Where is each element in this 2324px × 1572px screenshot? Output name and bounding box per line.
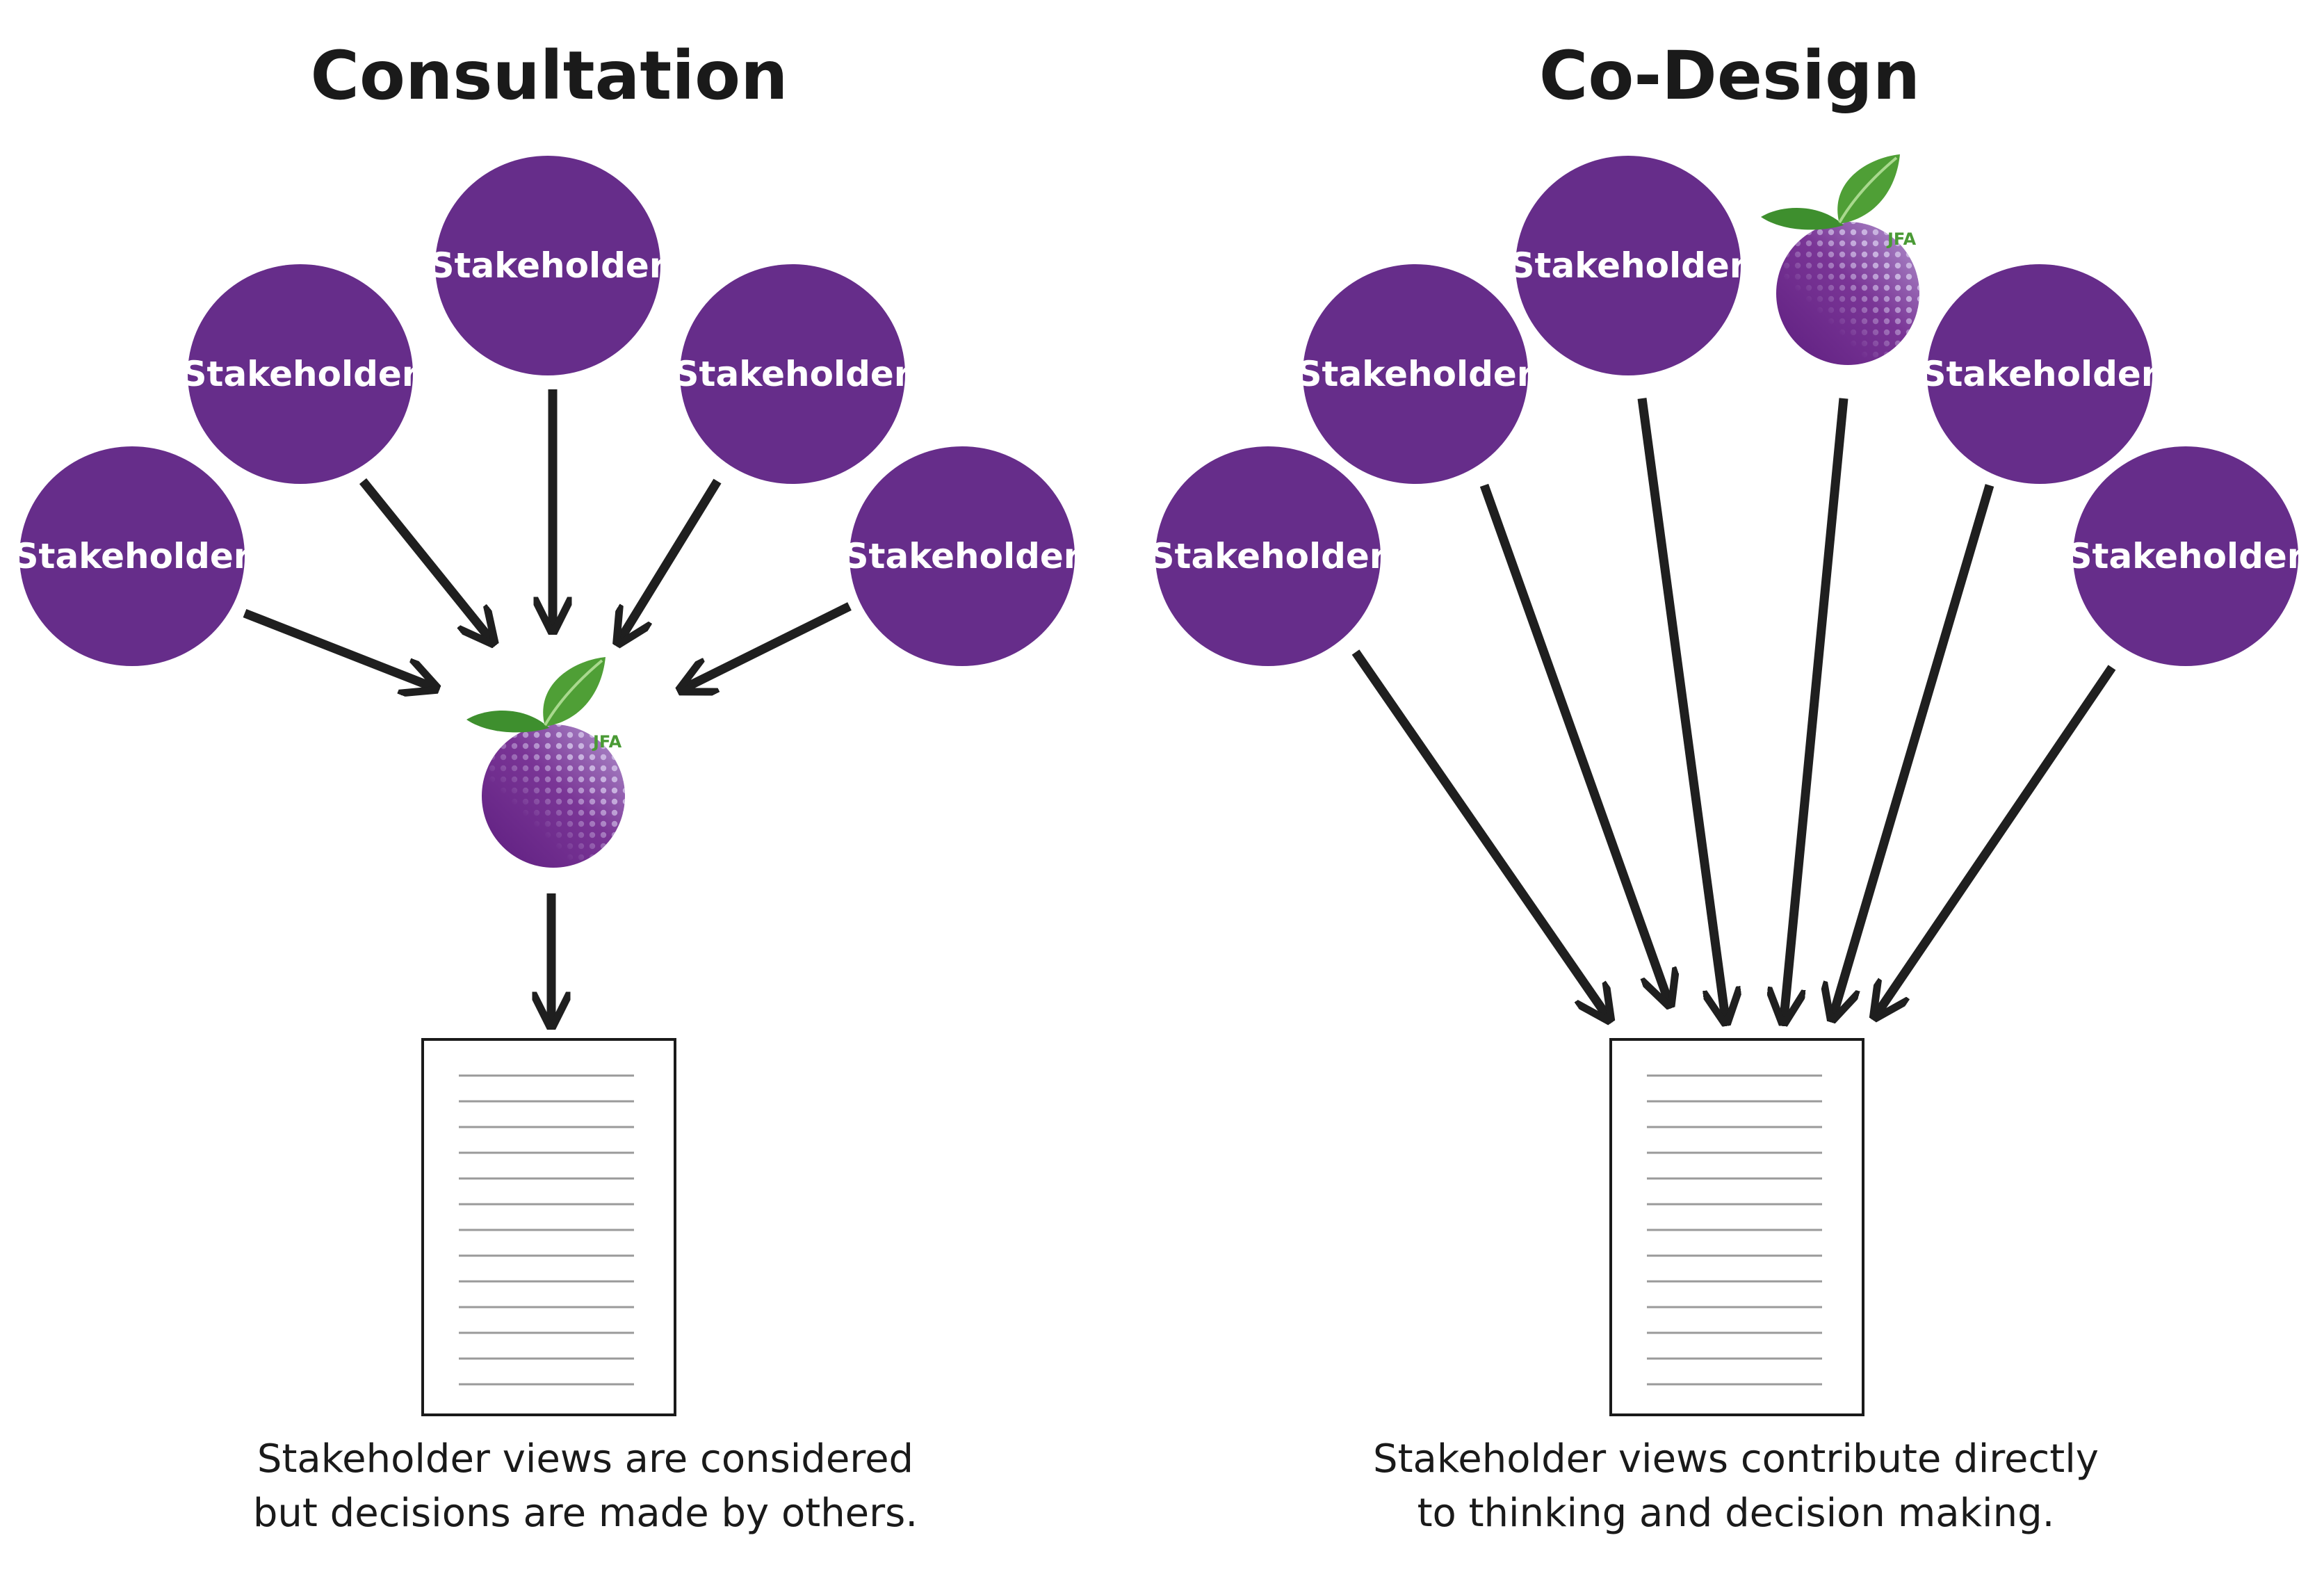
- stakeholder-circle: [19, 446, 245, 666]
- logo-text: JFA: [592, 732, 622, 752]
- stakeholder-circle: [2073, 446, 2298, 666]
- caption-line-1: Stakeholder views are considered: [257, 1436, 913, 1482]
- stakeholder-circle: [1927, 264, 2152, 484]
- logo-leaf-vein: [1838, 156, 1898, 224]
- stakeholder-circle: [850, 446, 1075, 666]
- stakeholder-circle: [1516, 156, 1741, 375]
- arrows: [243, 389, 852, 1022]
- stakeholder-node: Stakeholder: [182, 264, 419, 484]
- document-icon: [421, 1038, 676, 1416]
- stakeholder-node: Stakeholder: [1150, 446, 1387, 666]
- logo-leaf-vein: [544, 659, 603, 727]
- logo-leaf-left: [1761, 208, 1844, 230]
- stakeholder-circle: [1155, 446, 1381, 666]
- stakeholder-node: Stakeholder: [14, 446, 251, 666]
- stakeholder-label: Stakeholder: [2067, 536, 2305, 576]
- document-lines: [459, 1074, 634, 1386]
- stakeholder-label: Stakeholder: [430, 245, 667, 286]
- stakeholder-circle: [188, 264, 413, 484]
- arrow-4: [620, 478, 722, 640]
- arrow-2: [1479, 483, 1668, 1001]
- panel-consultation: Consultation Stakeholder Stakeholder Sta…: [14, 37, 1081, 1536]
- arrows: [1351, 398, 2116, 1019]
- jfa-logo: JFA: [466, 657, 625, 868]
- logo-dot-pattern: [1776, 222, 1919, 365]
- arrow-3: [1637, 398, 1725, 1019]
- panel-title: Consultation: [311, 37, 788, 115]
- document-lines: [1647, 1074, 1822, 1386]
- logo-text: JFA: [1886, 229, 1917, 249]
- stakeholder-node: Stakeholder: [844, 446, 1081, 666]
- stakeholder-node: Stakeholder: [1510, 156, 1747, 375]
- stakeholder-label: Stakeholder: [1510, 245, 1747, 286]
- stakeholder-node: Stakeholder: [2067, 446, 2305, 666]
- arrow-1: [1351, 649, 1607, 1016]
- arrow-1: [243, 608, 432, 687]
- panel-title: Co-Design: [1539, 37, 1920, 115]
- stakeholder-node: Stakeholder: [674, 264, 911, 484]
- arrow-2: [359, 478, 491, 640]
- stakeholder-node: Stakeholder: [1921, 264, 2159, 484]
- arrow-4: [1784, 398, 1848, 1019]
- arrow-5: [684, 602, 852, 688]
- arrow-5: [1833, 484, 1994, 1015]
- logo-leaf-right: [1837, 154, 1900, 224]
- stakeholder-label: Stakeholder: [182, 354, 419, 394]
- logo-leaf-left: [466, 711, 549, 733]
- stakeholder-circle: [435, 156, 660, 375]
- logo-dot-pattern: [482, 724, 625, 868]
- document-icon: [1609, 1038, 1864, 1416]
- jfa-logo: JFA: [1761, 154, 1919, 365]
- stakeholder-node: Stakeholder: [430, 156, 667, 375]
- stakeholder-label: Stakeholder: [14, 536, 251, 576]
- caption-line-2: to thinking and decision making.: [1417, 1491, 2055, 1536]
- panel-co-design: Co-Design Stakeholder Stakeholder Stakeh…: [1150, 37, 2305, 1536]
- stakeholder-node: Stakeholder: [1297, 264, 1534, 484]
- stakeholder-label: Stakeholder: [674, 354, 911, 394]
- stakeholder-label: Stakeholder: [1297, 354, 1534, 394]
- stakeholder-label: Stakeholder: [1921, 354, 2159, 394]
- stakeholder-circle: [680, 264, 905, 484]
- stakeholder-label: Stakeholder: [844, 536, 1081, 576]
- logo-leaf-right: [543, 657, 606, 727]
- arrow-6: [1877, 665, 2116, 1014]
- caption-line-2: but decisions are made by others.: [253, 1491, 918, 1536]
- stakeholder-circle: [1303, 264, 1528, 484]
- caption-line-1: Stakeholder views contribute directly: [1373, 1436, 2099, 1482]
- stakeholder-label: Stakeholder: [1150, 536, 1387, 576]
